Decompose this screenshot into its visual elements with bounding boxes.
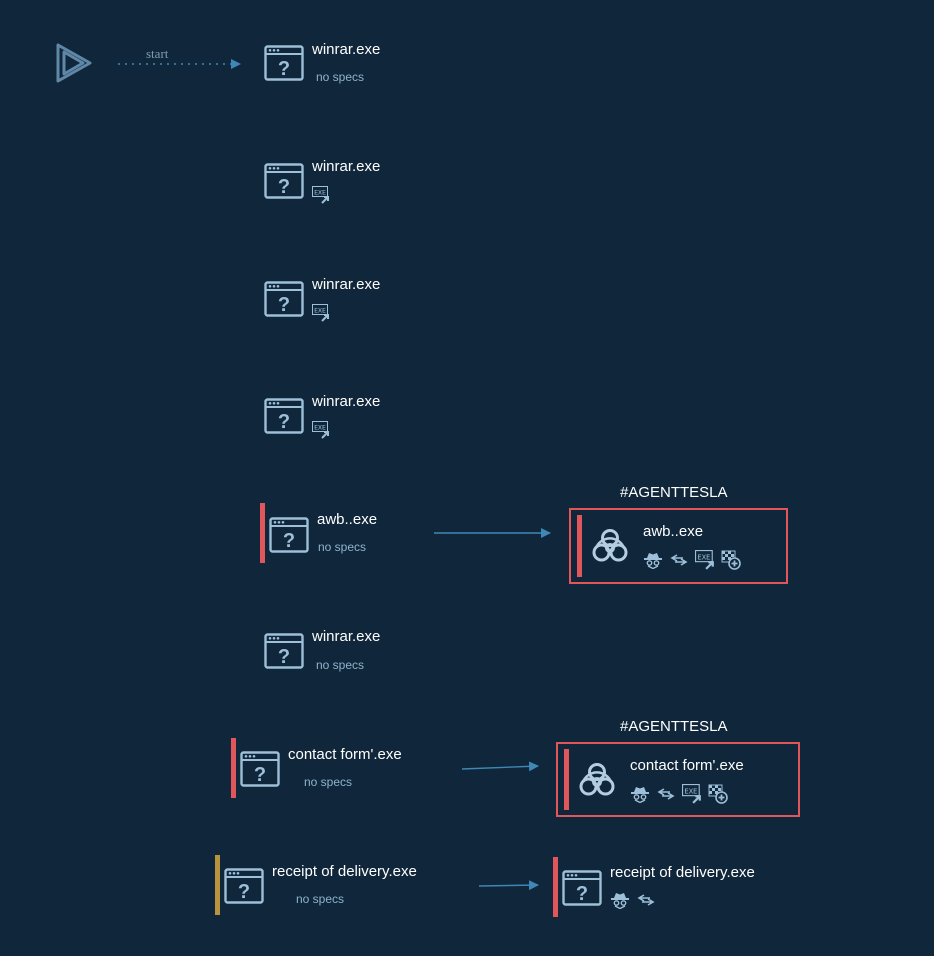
spy-icon xyxy=(630,785,650,803)
process-specs: no specs xyxy=(296,892,345,906)
edge-contact-form xyxy=(461,761,539,772)
malicious-status-bar xyxy=(564,749,569,810)
network-arrows-icon xyxy=(669,551,689,569)
malicious-status-bar xyxy=(231,738,236,798)
malicious-status-bar xyxy=(260,503,265,563)
process-title: winrar.exe xyxy=(312,628,381,645)
process-title: winrar.exe xyxy=(312,41,381,58)
biohazard-icon xyxy=(577,761,617,801)
start-label: start xyxy=(146,46,169,61)
malicious-status-bar xyxy=(577,515,582,577)
process-specs: no specs xyxy=(304,775,353,789)
exe-drop-icon xyxy=(312,186,330,204)
process-node[interactable]: winrar.exe xyxy=(264,158,424,204)
network-arrows-icon xyxy=(636,891,656,909)
start-node[interactable] xyxy=(54,42,94,84)
process-node[interactable]: winrar.exe xyxy=(264,276,424,322)
window-question-icon xyxy=(240,751,280,787)
edge-receipt xyxy=(478,880,539,891)
window-question-icon xyxy=(269,517,309,553)
process-title: awb..exe xyxy=(643,523,704,540)
malicious-status-bar xyxy=(553,857,558,917)
process-specs: no specs xyxy=(318,540,367,554)
process-title: receipt of delivery.exe xyxy=(610,864,755,881)
process-title: winrar.exe xyxy=(312,276,381,293)
threat-tag[interactable]: #AGENTTESLA xyxy=(620,484,728,501)
spy-icon xyxy=(610,891,630,909)
exe-drop-icon xyxy=(312,304,330,322)
exe-drop-icon xyxy=(695,550,715,570)
window-question-icon xyxy=(264,398,304,434)
play-icon xyxy=(56,43,92,83)
process-title: winrar.exe xyxy=(312,158,381,175)
window-question-icon xyxy=(264,163,304,199)
exe-drop-icon xyxy=(312,421,330,439)
suspicious-status-bar xyxy=(215,855,220,915)
process-title: contact form'.exe xyxy=(630,757,744,774)
malicious-process-box[interactable]: contact form'.exe xyxy=(556,742,800,817)
window-question-icon xyxy=(562,870,602,906)
process-node[interactable]: receipt of delivery.exe no specs xyxy=(215,855,445,915)
flag-add-icon xyxy=(721,550,741,570)
process-specs: no specs xyxy=(316,658,365,672)
process-title: contact form'.exe xyxy=(288,746,402,763)
process-title: awb..exe xyxy=(317,511,378,528)
process-title: winrar.exe xyxy=(312,393,381,410)
biohazard-icon xyxy=(590,527,630,567)
spy-icon xyxy=(643,551,663,569)
process-node[interactable]: winrar.exe no specs xyxy=(264,628,424,673)
process-node[interactable]: receipt of delivery.exe xyxy=(553,857,783,917)
network-arrows-icon xyxy=(656,785,676,803)
process-node[interactable]: awb..exe no specs xyxy=(260,503,430,563)
window-question-icon xyxy=(264,45,304,81)
process-specs: no specs xyxy=(316,70,365,84)
exe-drop-icon xyxy=(682,784,702,804)
window-question-icon xyxy=(264,281,304,317)
malicious-process-box[interactable]: awb..exe xyxy=(569,508,788,584)
window-question-icon xyxy=(264,633,304,669)
process-node[interactable]: contact form'.exe no specs xyxy=(231,738,431,798)
threat-tag[interactable]: #AGENTTESLA xyxy=(620,718,728,735)
process-node[interactable]: winrar.exe no specs xyxy=(264,41,424,86)
flag-add-icon xyxy=(708,784,728,804)
process-node[interactable]: winrar.exe xyxy=(264,393,424,439)
process-title: receipt of delivery.exe xyxy=(272,863,417,880)
window-question-icon xyxy=(224,868,264,904)
